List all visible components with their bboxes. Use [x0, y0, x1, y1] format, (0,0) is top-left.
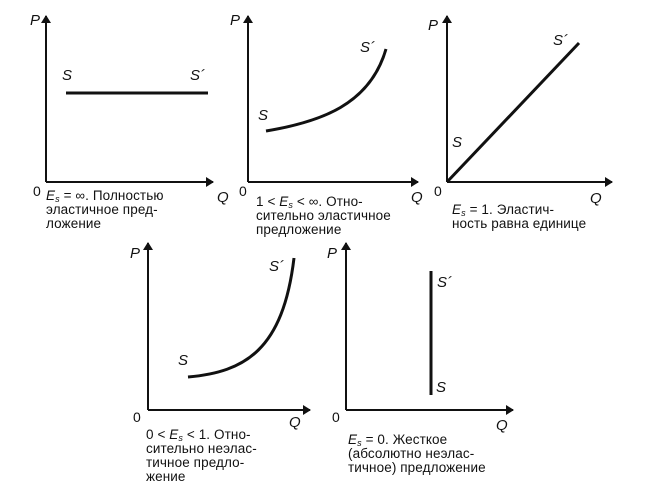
origin-label: 0 — [332, 409, 340, 425]
elasticity-symbol: E — [452, 202, 462, 217]
elasticity-symbol: E — [46, 188, 56, 203]
caption-line-1: = 0. Жесткое — [361, 432, 448, 447]
supply-curve-start-label: S — [62, 67, 72, 84]
panel-perfectly-inelastic: P Q 0 S S´ — [327, 242, 514, 434]
supply-curve — [445, 41, 581, 184]
caption-line-3: тичное) предложение — [348, 460, 486, 475]
caption-prefix: 0 < — [146, 427, 170, 442]
panel-perfectly-elastic: P Q 0 S S´ — [30, 12, 229, 206]
caption-line-3: предложение — [256, 222, 342, 237]
elasticity-subscript: s — [288, 200, 294, 210]
caption-relatively-inelastic: 0 < Es < 1. Отно- сительно неэлас- тично… — [146, 428, 257, 484]
caption-line-3: ложение — [46, 216, 102, 231]
caption-line-2: ность равна единице — [452, 216, 587, 231]
caption-line-2: эластичное пред- — [46, 202, 158, 217]
price-axis-label: P — [327, 245, 337, 262]
elasticity-subscript: s — [55, 194, 60, 204]
elasticity-subscript: s — [178, 433, 184, 443]
caption-perfectly-inelastic: Es = 0. Жесткое (абсолютно неэлас- тично… — [348, 433, 486, 475]
supply-curve — [265, 48, 388, 133]
quantity-axis-label: Q — [496, 417, 508, 434]
caption-line-2: сительно неэлас- — [146, 441, 257, 456]
price-axis-label: P — [428, 17, 438, 34]
supply-curve-end-label: S´ — [360, 39, 375, 56]
origin-label: 0 — [434, 183, 442, 199]
supply-curve-start-label: S — [178, 352, 188, 369]
origin-label: 0 — [239, 183, 247, 199]
supply-curve-end-label: S´ — [553, 32, 568, 49]
quantity-axis-label: Q — [217, 189, 229, 206]
supply-curve-end-label: S´ — [190, 67, 205, 84]
caption-perfectly-elastic: Es = ∞. Полностью эластичное пред- ложен… — [46, 189, 164, 231]
panel-unit-elastic: P Q 0 S S´ — [428, 15, 613, 207]
caption-line-2: сительно эластичное — [256, 208, 391, 223]
elasticity-subscript: s — [357, 438, 362, 448]
elasticity-symbol: E — [279, 194, 289, 209]
caption-line-2: (абсолютно неэлас- — [348, 446, 475, 461]
elasticity-symbol: E — [169, 427, 179, 442]
quantity-axis-label: Q — [590, 190, 602, 207]
caption-line-1: < 1. Отно- — [183, 427, 251, 442]
panel-relatively-elastic: P Q 0 S S´ — [230, 12, 423, 206]
price-axis-label: P — [230, 12, 240, 29]
supply-curve-start-label: S — [258, 107, 268, 124]
caption-relatively-elastic: 1 < Es < ∞. Отно- сительно эластичное пр… — [256, 195, 391, 237]
caption-line-1: < ∞. Отно- — [293, 194, 363, 209]
origin-label: 0 — [33, 183, 41, 199]
caption-prefix: 1 < — [256, 194, 280, 209]
price-axis-label: P — [30, 12, 40, 29]
panel-relatively-inelastic: P Q 0 S S´ — [130, 242, 311, 431]
origin-label: 0 — [133, 409, 141, 425]
caption-line-1: = ∞. Полностью — [59, 188, 164, 203]
quantity-axis-label: Q — [289, 414, 301, 431]
supply-curve-end-label: S´ — [269, 258, 284, 275]
elasticity-subscript: s — [461, 208, 466, 218]
caption-line-1: = 1. Эластич- — [465, 202, 555, 217]
supply-curve-start-label: S — [452, 134, 462, 151]
supply-curve — [187, 257, 296, 379]
supply-curve-end-label: S´ — [437, 274, 452, 291]
supply-curve-start-label: S — [436, 379, 446, 396]
price-axis-label: P — [130, 245, 140, 262]
caption-line-3: тичное предло- — [146, 455, 245, 470]
quantity-axis-label: Q — [411, 189, 423, 206]
elasticity-symbol: E — [348, 432, 358, 447]
caption-unit-elastic: Es = 1. Эластич- ность равна единице — [452, 203, 586, 231]
caption-line-4: жение — [146, 469, 186, 484]
